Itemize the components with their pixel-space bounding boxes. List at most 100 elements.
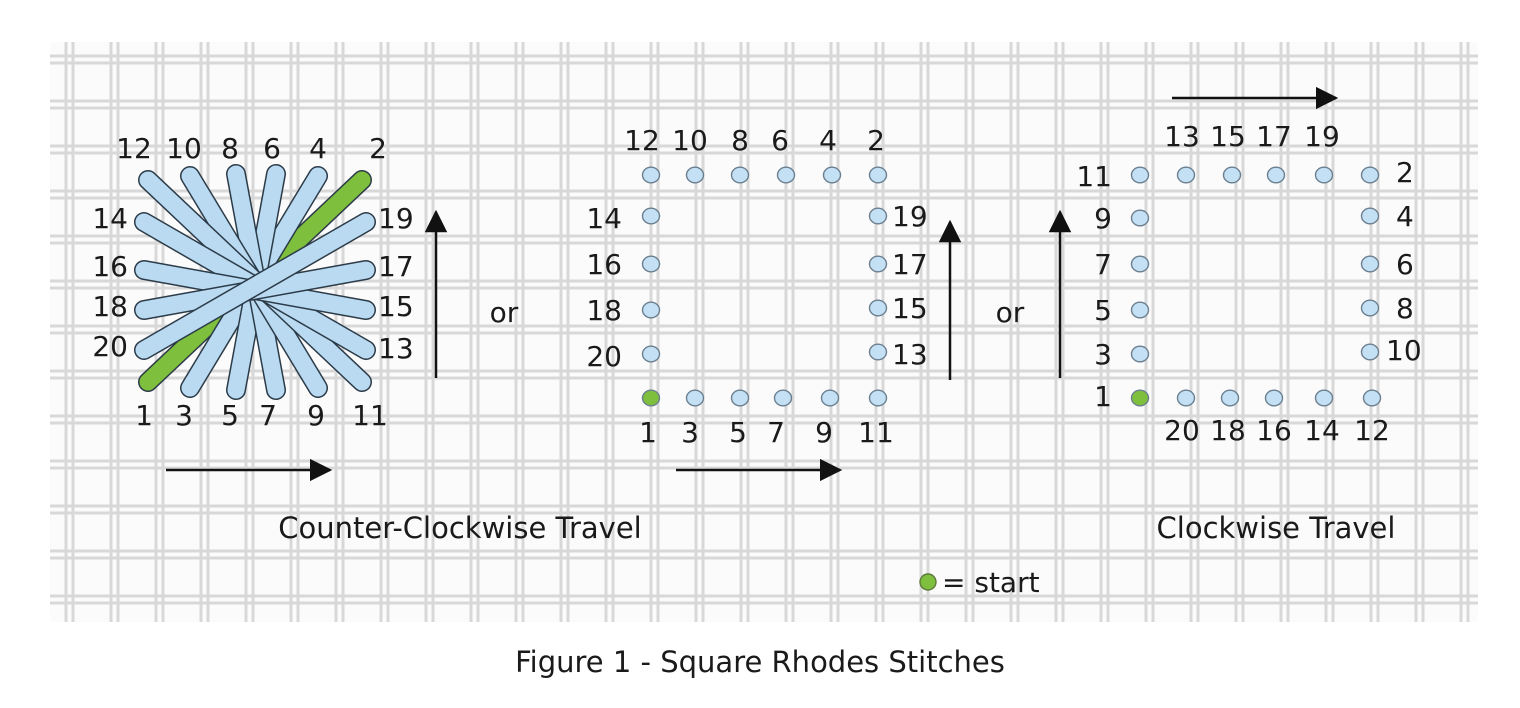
start-dot-icon: [919, 573, 937, 591]
cw-diagram-right-label: 10: [1386, 334, 1422, 367]
ccw-diagram-left-label: 16: [586, 248, 622, 281]
legend-text: = start: [942, 566, 1040, 599]
canvas-hole: [641, 207, 661, 225]
canvas-hole: [730, 389, 750, 407]
canvas-hole: [868, 343, 888, 361]
direction-arrows: [166, 86, 1339, 482]
canvas-hole: [868, 166, 888, 184]
canvas-hole: [1220, 389, 1240, 407]
cw-diagram-left-label: 3: [1094, 338, 1112, 371]
or-label: or: [996, 296, 1025, 329]
ccw-stitch-left-label: 18: [92, 290, 128, 323]
ccw-stitch-right-label: 19: [378, 202, 414, 235]
cw-diagram-top-label: 13: [1164, 120, 1200, 153]
canvas-hole: [1130, 209, 1150, 227]
canvas-hole: [1264, 389, 1284, 407]
cw-diagram-left-label: 7: [1094, 248, 1112, 281]
canvas-hole: [641, 345, 661, 363]
ccw-diagram-top-label: 2: [867, 124, 885, 157]
ccw-stitch-right-label: 17: [378, 250, 414, 283]
cw-diagram-right-label: 4: [1396, 200, 1414, 233]
caption-cw-travel: Clockwise Travel: [1157, 511, 1396, 545]
ccw-diagram-bottom-label: 11: [858, 416, 894, 449]
canvas-hole: [1222, 166, 1242, 184]
ccw-stitch-left-label: 16: [92, 250, 128, 283]
cw-diagram-left-label: 5: [1094, 294, 1112, 327]
canvas-hole: [1130, 166, 1150, 184]
ccw-diagram-top-label: 4: [819, 124, 837, 157]
canvas-hole: [868, 389, 888, 407]
ccw-diagram-top-label: 12: [624, 124, 660, 157]
canvas-hole: [868, 255, 888, 273]
ccw-stitch-top-label: 8: [221, 132, 239, 165]
ccw-diagram-bottom-label: 7: [767, 416, 785, 449]
canvas-hole: [685, 389, 705, 407]
ccw-diagram-left-label: 20: [586, 340, 622, 373]
ccw-stitch-labels: 12 10 8 6 4 2 1 3 5 7 9 11 14 16 18 20 1…: [92, 132, 413, 432]
ccw-stitch-bottom-label: 1: [135, 399, 153, 432]
cw-diagram-top-label: 19: [1304, 120, 1340, 153]
canvas-hole: [685, 166, 705, 184]
canvas-hole: [1360, 255, 1380, 273]
canvas-hole: [1362, 389, 1382, 407]
cw-diagram-labels: 13 15 17 19 20 18 16 14 12 11 9 7 5 3 1 …: [1076, 120, 1421, 447]
cw-diagram-bottom-label: 18: [1210, 414, 1246, 447]
ccw-diagram-right-label: 15: [892, 292, 928, 325]
ccw-stitch-top-label: 10: [166, 132, 202, 165]
cw-diagram-left-label: 9: [1094, 202, 1112, 235]
ccw-stitch-bottom-label: 5: [221, 399, 239, 432]
canvas-hole: [641, 166, 661, 184]
cw-diagram-bottom-label: 12: [1354, 414, 1390, 447]
canvas-hole: [1314, 166, 1334, 184]
ccw-stitch-top-label: 6: [263, 132, 281, 165]
figure-title: Figure 1 - Square Rhodes Stitches: [515, 645, 1005, 679]
cw-diagram-bottom-label: 16: [1256, 414, 1292, 447]
ccw-diagram-right-label: 19: [892, 200, 928, 233]
canvas-hole: [1360, 207, 1380, 225]
ccw-diagram-bottom-label: 1: [639, 416, 657, 449]
canvas-hole: [730, 166, 750, 184]
ccw-stitch-top-label: 2: [369, 132, 387, 165]
canvas-hole: [773, 389, 793, 407]
ccw-diagram-top-label: 6: [771, 124, 789, 157]
ccw-diagram-holes: [641, 166, 888, 407]
or-label: or: [490, 296, 519, 329]
canvas-hole: [1266, 166, 1286, 184]
ccw-diagram-top-label: 10: [672, 124, 708, 157]
ccw-diagram-bottom-label: 5: [729, 416, 747, 449]
stitch-thread: [135, 213, 375, 359]
ccw-diagram-left-label: 18: [586, 294, 622, 327]
ccw-stitch-bottom-label: 3: [175, 399, 193, 432]
ccw-stitch-bottom-label: 11: [352, 399, 388, 432]
ccw-stitch-top-label: 4: [309, 132, 327, 165]
ccw-stitch-top-label: 12: [116, 132, 152, 165]
cw-diagram-top-label: 15: [1210, 120, 1246, 153]
cw-diagram-bottom-label: 14: [1304, 414, 1340, 447]
ccw-diagram-right-label: 13: [892, 338, 928, 371]
canvas-hole: [868, 299, 888, 317]
ccw-stitch-right-label: 15: [378, 290, 414, 323]
cw-diagram-left-label: 11: [1076, 160, 1112, 193]
ccw-stitch-left-label: 20: [92, 330, 128, 363]
cw-diagram-bottom-label: 20: [1164, 414, 1200, 447]
cw-diagram-right-label: 6: [1396, 248, 1414, 281]
canvas-hole: [1360, 299, 1380, 317]
ccw-stitch-right-label: 13: [378, 332, 414, 365]
ccw-diagram-bottom-label: 9: [815, 416, 833, 449]
cw-diagram-right-label: 8: [1396, 292, 1414, 325]
ccw-stitch-left-label: 14: [92, 202, 128, 235]
ccw-stitch-bottom-label: 9: [307, 399, 325, 432]
start-hole: [1130, 389, 1150, 407]
canvas-hole: [1130, 301, 1150, 319]
ccw-diagram-left-label: 14: [586, 202, 622, 235]
start-legend: = start: [919, 566, 1040, 599]
canvas-hole: [1360, 343, 1380, 361]
canvas-hole: [1130, 345, 1150, 363]
canvas-hole: [641, 255, 661, 273]
cw-diagram-right-label: 2: [1396, 156, 1414, 189]
canvas-hole: [1360, 166, 1380, 184]
ccw-diagram-top-label: 8: [731, 124, 749, 157]
start-hole: [641, 389, 661, 407]
cw-diagram-top-label: 17: [1256, 120, 1292, 153]
